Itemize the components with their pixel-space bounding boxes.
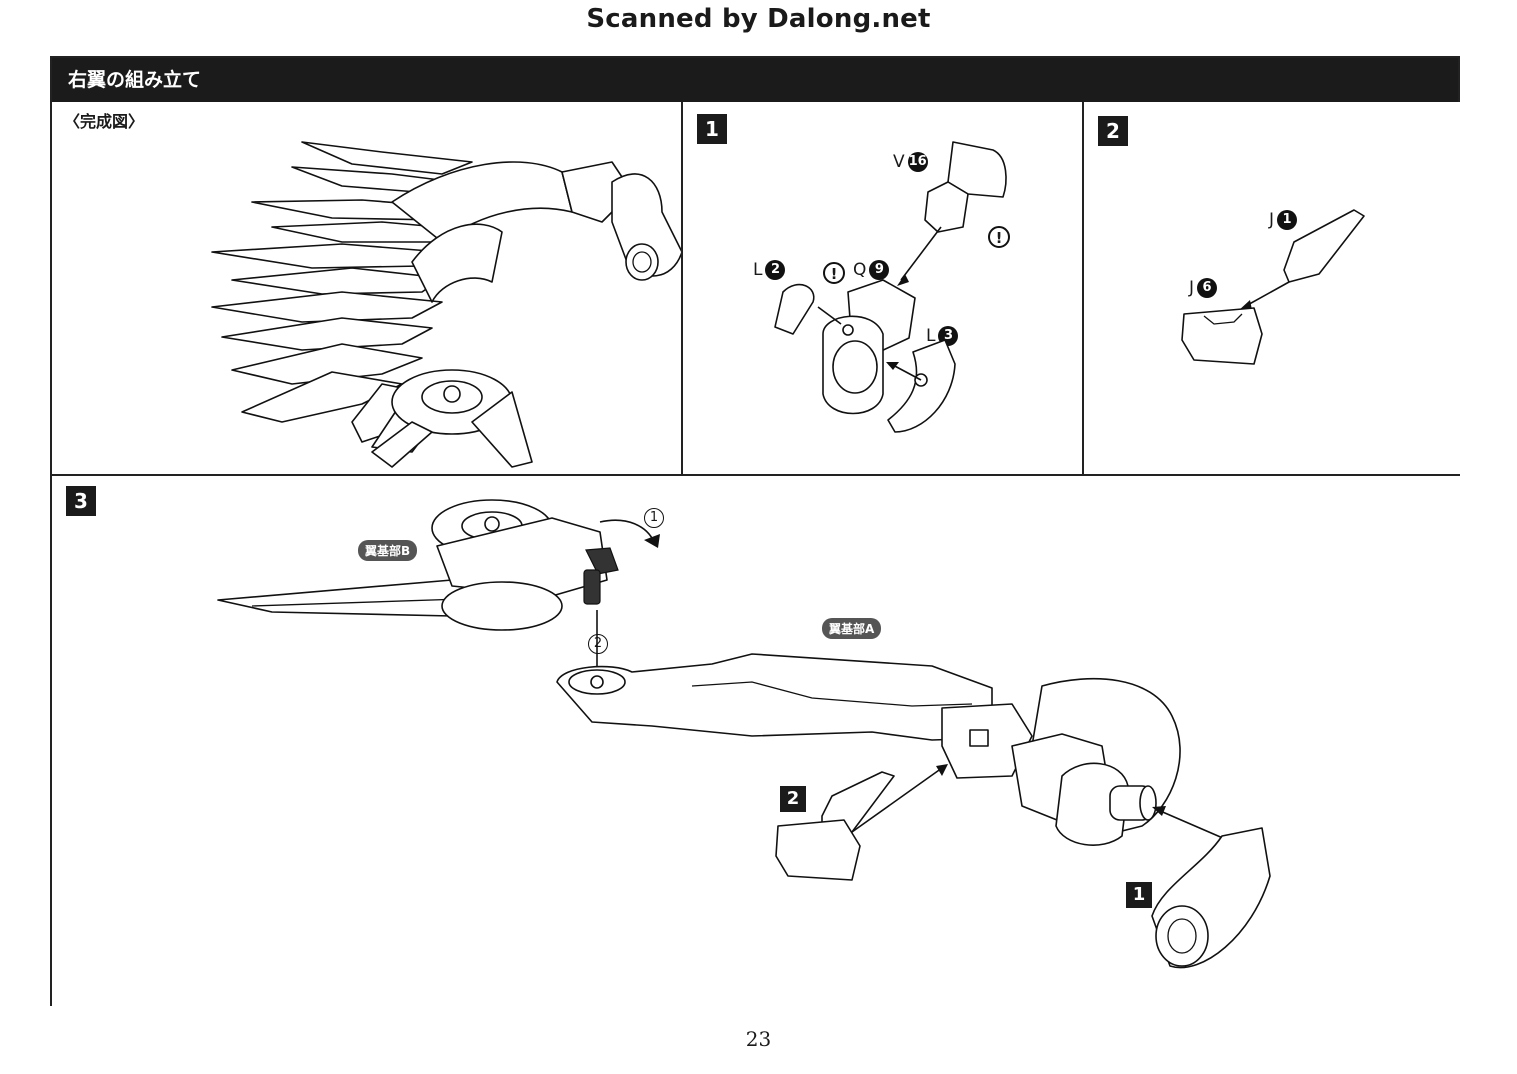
part-letter: J [1189, 278, 1195, 298]
step-1-panel: 1 V 16 L 2 Q 9 L 3 ! ! [681, 102, 1084, 476]
part-label-v16: V 16 [893, 152, 928, 172]
page-number: 23 [745, 1027, 772, 1051]
part-number-badge: 16 [907, 152, 928, 172]
section-title: 右翼の組み立て [52, 58, 1458, 102]
step-3-badge: 3 [66, 486, 96, 516]
part-label-j6: J 6 [1189, 278, 1218, 298]
warning-icon: ! [823, 262, 845, 284]
part-letter: V [893, 152, 905, 172]
part-number-badge: 6 [1197, 278, 1218, 298]
step-2-reference-badge: 2 [780, 786, 806, 812]
step-1-illustration [774, 141, 1007, 433]
order-mark-2: 2 [588, 634, 608, 654]
step-1-badge: 1 [697, 114, 727, 144]
order-mark-1: 1 [644, 508, 664, 528]
part-label-q9: Q 9 [853, 260, 890, 280]
step-3-panel: 3 翼基部B 翼基部A 1 2 2 1 [52, 474, 1460, 1006]
step-3-illustration [217, 499, 1271, 969]
wing-base-b-label: 翼基部B [358, 540, 418, 561]
warning-icon: ! [988, 226, 1010, 248]
instruction-frame: 右翼の組み立て 〈完成図〉 [50, 56, 1460, 1006]
part-letter: L [753, 260, 763, 280]
part-letter: L [926, 326, 936, 346]
step-2-badge: 2 [1098, 116, 1128, 146]
part-number-badge: 9 [869, 260, 890, 280]
wing-base-a-label: 翼基部A [822, 618, 882, 639]
part-letter: J [1269, 210, 1275, 230]
watermark-text: Scanned by Dalong.net [586, 4, 931, 34]
part-number-badge: 1 [1277, 210, 1298, 230]
part-letter: Q [853, 260, 867, 280]
step-2-panel: 2 J 1 J 6 [1082, 102, 1460, 476]
part-label-j1: J 1 [1269, 210, 1298, 230]
part-label-l2: L 2 [753, 260, 786, 280]
completed-view-panel: 〈完成図〉 [52, 102, 683, 476]
completed-view-label: 〈完成図〉 [64, 112, 145, 131]
completed-wing-illustration [211, 141, 683, 468]
part-number-badge: 2 [765, 260, 786, 280]
step-2-illustration [1181, 209, 1365, 365]
step-1-reference-badge: 1 [1126, 882, 1152, 908]
